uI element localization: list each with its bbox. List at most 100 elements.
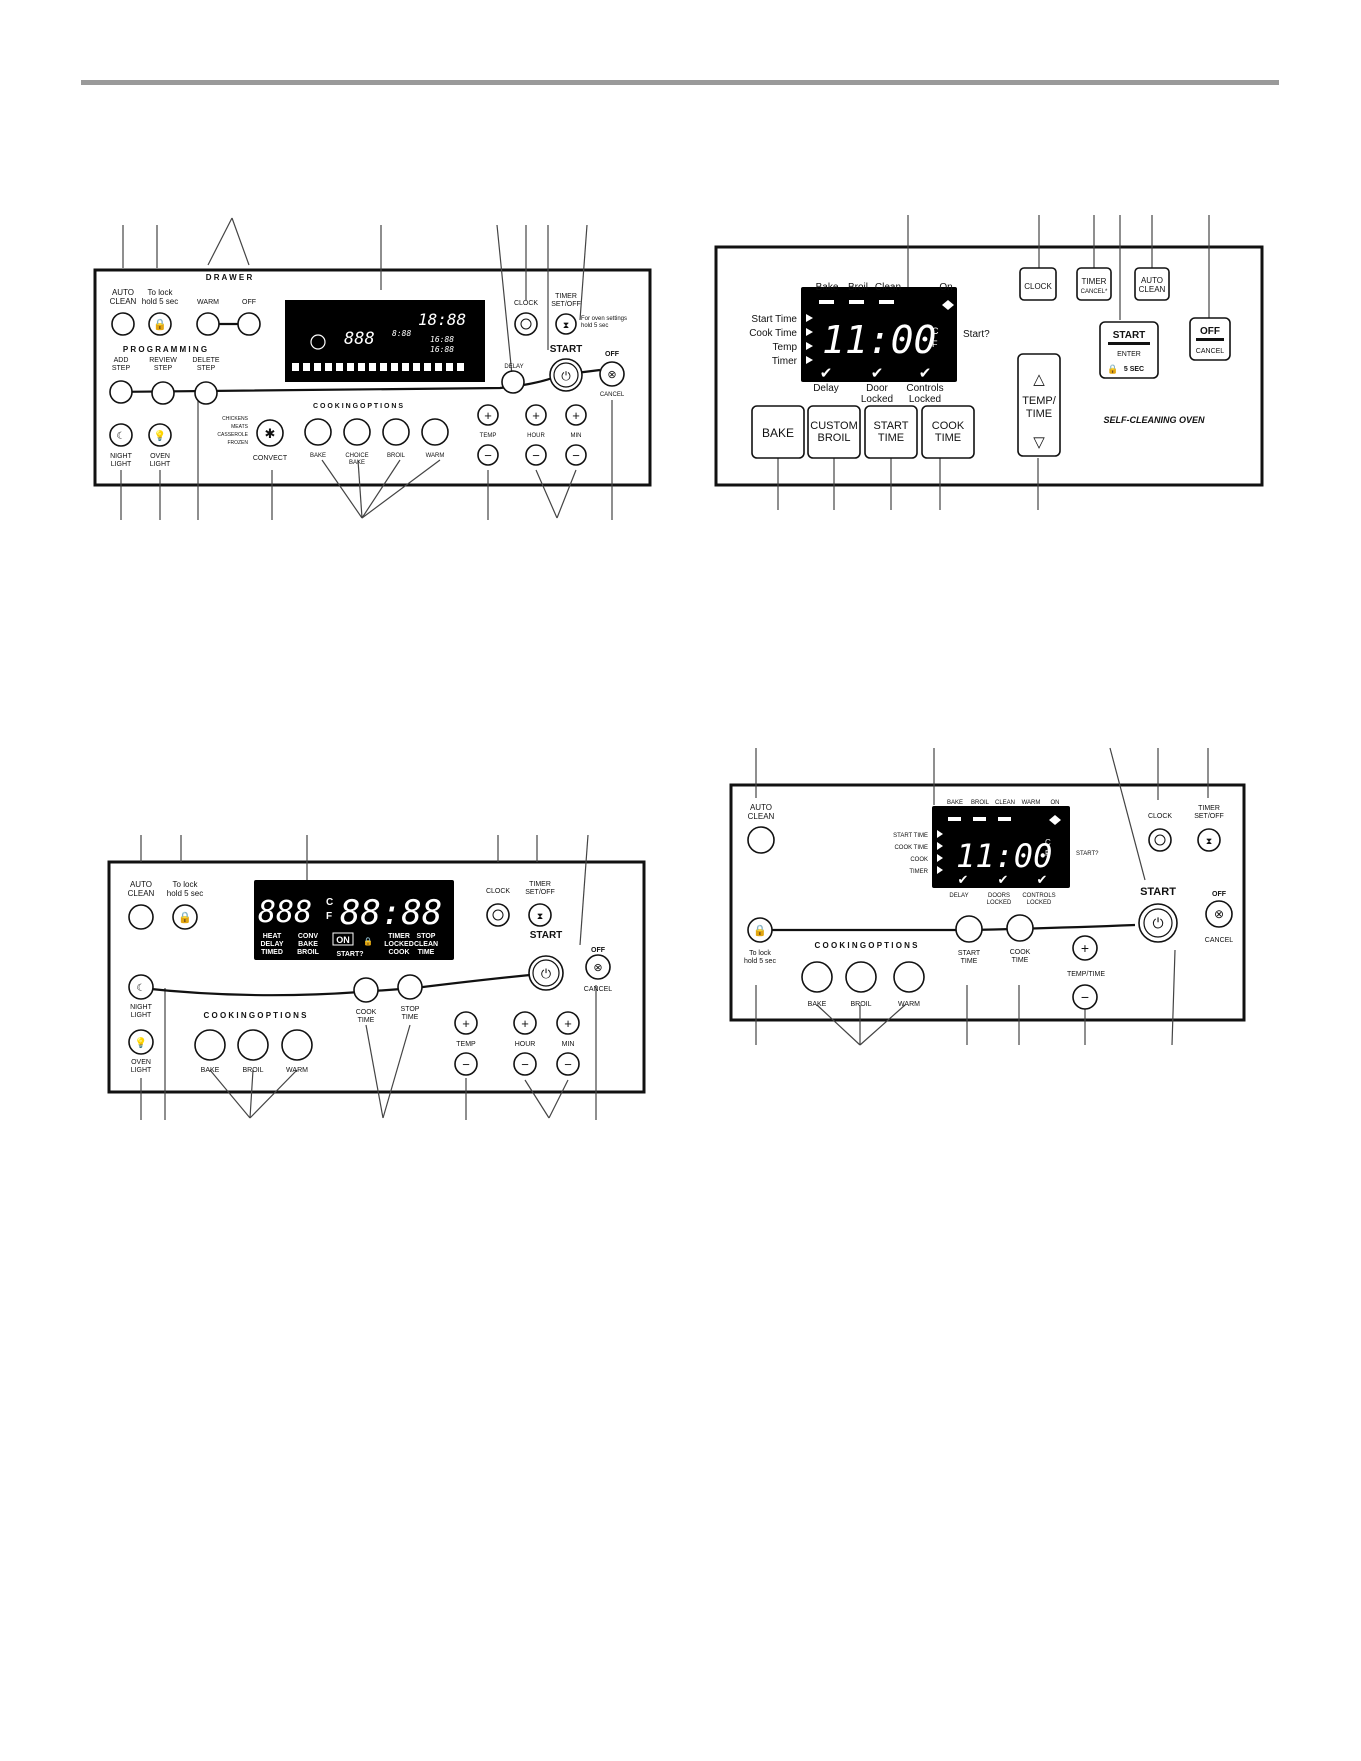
p4-warm-button[interactable] [893,961,925,993]
p1-clock-label: CLOCK [514,300,538,307]
p4-display-indicators [937,815,1061,874]
p1-min-down-button[interactable] [565,444,587,466]
lock-icon: 🔒 [363,937,373,946]
p1-timer-button[interactable] [555,313,577,335]
p1-convect-label: CONVECT [253,455,288,462]
p1-hour-up-button[interactable] [525,404,547,426]
p3-lock-button[interactable] [172,904,198,930]
p1-drawer-off-button[interactable] [237,312,261,336]
p3-timer-button[interactable] [528,903,552,927]
p3-min-up-button[interactable] [556,1011,580,1035]
p2-display-time: 11:00 [822,318,936,362]
p3-start-button[interactable] [528,955,564,991]
plus-icon: + [462,1016,470,1031]
p3-hour-down-button[interactable] [513,1052,537,1076]
p3-temp-down-button[interactable] [454,1052,478,1076]
night-light-icon: ☾ [117,431,126,442]
p3-stop-time-button[interactable] [397,974,423,1000]
plus-icon: + [564,1016,572,1031]
p3-night-light-button[interactable] [128,974,154,1000]
p4-start-time-button[interactable] [955,915,983,943]
p4-auto-clean-button[interactable] [747,826,775,854]
p1-temp-down-button[interactable] [477,444,499,466]
p3-bake-button[interactable] [194,1029,226,1061]
p1-lock-button[interactable] [148,312,172,336]
p1-delay-button[interactable] [501,370,525,394]
check-icon: ✔ [958,872,969,887]
p3-min-down-button[interactable] [556,1052,580,1076]
p1-drawer-warm-button[interactable] [196,312,220,336]
p4-broil-button[interactable] [845,961,877,993]
p1-hour-down-button[interactable] [525,444,547,466]
plus-icon: + [572,408,580,423]
p3-temp-label: TEMP [456,1041,476,1048]
p1-broil-button[interactable] [382,418,410,446]
plus-icon: + [521,1016,529,1031]
p3-auto-clean-button[interactable] [128,904,154,930]
p4-bake-button[interactable] [801,961,833,993]
p2-bake-button[interactable] [751,405,805,459]
power-icon: ⏻ [1152,915,1163,931]
p1-temp-up-button[interactable] [477,404,499,426]
p3-cook-time-button[interactable] [353,977,379,1003]
p1-clock-button[interactable] [514,312,538,336]
check-icon: ✔ [998,872,1009,887]
p2-cook-time-label: Cook Time [749,328,797,339]
p1-warm-button[interactable] [421,418,449,446]
p1-delete-step-button[interactable] [194,381,218,405]
p4-lock-button[interactable] [747,917,773,943]
p1-review-step-button[interactable] [151,381,175,405]
p2-cook-time-button[interactable] [921,405,975,459]
check-icon: ✔ [871,365,884,382]
lock-icon: 🔒 [753,924,767,937]
p1-broil-label: BROIL [387,453,406,459]
p1-auto-clean-button[interactable] [111,312,135,336]
p1-choice-bake-button[interactable] [343,418,371,446]
p4-clock-button[interactable] [1148,828,1172,852]
p4-temp-time-down-button[interactable] [1072,984,1098,1010]
p2-timer-button[interactable] [1076,267,1112,301]
p1-oven-light-button[interactable] [148,423,172,447]
p4-timer-button[interactable] [1197,828,1221,852]
p4-off-button[interactable] [1205,900,1233,928]
p1-off-button[interactable] [599,361,625,387]
p2-temp-time-button[interactable] [1017,353,1061,457]
p3-hour-up-button[interactable] [513,1011,537,1035]
p3-temp-up-button[interactable] [454,1011,478,1035]
p1-add-step-button[interactable] [109,380,133,404]
p1-warm-label-2: WARM [426,453,445,459]
p2-clock-button[interactable] [1019,267,1057,301]
p2-start-button[interactable] [1099,321,1159,379]
p3-oven-light-button[interactable] [128,1029,154,1055]
p4-temp-time-up-button[interactable] [1072,935,1098,961]
p3-off-button[interactable] [585,954,611,980]
p3-warm-button[interactable] [281,1029,313,1061]
p2-start-time-button[interactable] [864,405,918,459]
p1-start-button[interactable] [549,358,583,392]
p3-cooking-options-label: C O O K I N G O P T I O N S [204,1011,308,1020]
p1-bake-button[interactable] [304,418,332,446]
p1-start-inner [553,362,579,388]
p3-clock-button[interactable] [486,903,510,927]
p2-custom-broil-button[interactable] [807,405,861,459]
triangle-up-icon: △ [1033,371,1045,388]
clock-icon [1154,834,1166,846]
p3-display-time: 88:88 [340,893,442,933]
p1-convect-button[interactable] [256,419,284,447]
p1-hour-label: HOUR [527,433,545,439]
p3-on-box [332,932,354,946]
p1-min-up-button[interactable] [565,404,587,426]
convect-fan-icon: ✱ [265,426,276,441]
p2-auto-clean-button[interactable] [1134,267,1170,301]
p3-broil-button[interactable] [237,1029,269,1061]
p4-cook-time-button[interactable] [1006,914,1034,942]
p1-night-light-button[interactable] [109,423,133,447]
